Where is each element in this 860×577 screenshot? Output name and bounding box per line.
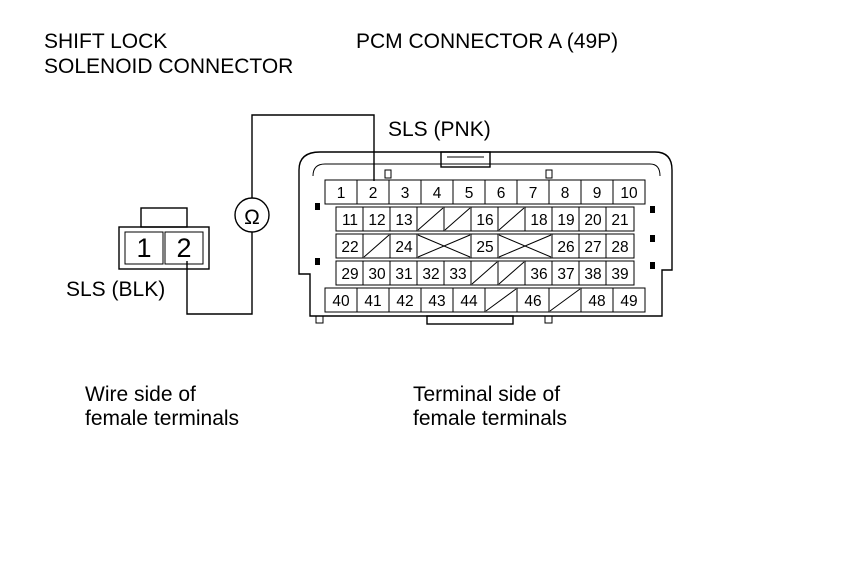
pcm-pin: 29 (341, 266, 358, 283)
sls-blk-label: SLS (BLK) (66, 278, 165, 301)
pcm-bottom-tab-right (544, 315, 553, 324)
pcm-key-1 (384, 169, 392, 179)
pcm-pin: 5 (465, 185, 474, 202)
pcm-pin: 48 (588, 293, 605, 310)
pcm-side-mark-left-1 (315, 203, 320, 210)
solenoid-cavity-2 (164, 231, 204, 265)
pcm-bottom-tab-left (315, 315, 324, 324)
pcm-empty-slash (444, 207, 471, 231)
pcm-pin: 39 (611, 266, 628, 283)
solenoid-pin-2: 2 (176, 233, 191, 263)
pcm-row-5: 40 41 42 43 44 46 48 49 (324, 287, 646, 313)
pcm-pin: 7 (529, 185, 538, 202)
wire-side-caption-line2: female terminals (85, 407, 239, 430)
pcm-pin: 43 (428, 293, 445, 310)
pcm-pin: 25 (476, 239, 493, 256)
pcm-row-3: 22 24 25 26 27 28 (335, 233, 635, 259)
pcm-pin: 11 (342, 212, 358, 229)
pcm-pin: 13 (395, 212, 412, 229)
pcm-pin: 41 (364, 293, 381, 310)
pcm-pin: 16 (476, 212, 493, 229)
wire-to-pcm-terminal-2 (251, 114, 375, 198)
shift-lock-title-line2: SOLENOID CONNECTOR (44, 55, 293, 78)
pcm-pin: 32 (422, 266, 439, 283)
pcm-side-mark-left-2 (315, 258, 320, 265)
pcm-pin: 20 (584, 212, 602, 229)
pcm-pin: 22 (341, 239, 358, 256)
solenoid-cavity-1 (124, 231, 164, 265)
pcm-side-mark-right-3 (650, 262, 655, 269)
terminal-side-caption-line1: Terminal side of (413, 383, 560, 406)
pcm-side-mark-right-1 (650, 206, 655, 213)
pcm-side-mark-right-2 (650, 235, 655, 242)
pcm-empty-slash (485, 288, 517, 312)
pcm-pin: 33 (449, 266, 466, 283)
pcm-pin: 27 (584, 239, 601, 256)
pcm-connector-title: PCM CONNECTOR A (49P) (356, 30, 618, 53)
pcm-empty-slash (549, 288, 581, 312)
ohm-symbol: Ω (244, 206, 260, 229)
pcm-pin: 4 (433, 185, 442, 202)
pcm-pin: 36 (530, 266, 547, 283)
pcm-empty-slash (363, 234, 390, 258)
pcm-connector-outline (298, 151, 673, 317)
pcm-empty-slash (498, 261, 525, 285)
solenoid-connector: 1 2 (118, 207, 210, 270)
solenoid-connector-latch (140, 207, 188, 228)
pcm-row-2: 11 12 13 16 18 19 20 21 (335, 206, 635, 232)
pcm-empty-slash (498, 207, 525, 231)
pcm-pin: 24 (395, 239, 413, 256)
pcm-empty-slash (417, 207, 444, 231)
ohmmeter-circle (234, 197, 270, 233)
pcm-pin: 6 (497, 185, 506, 202)
pcm-pin: 10 (620, 185, 638, 202)
wire-to-solenoid-terminal-2 (186, 232, 253, 315)
pcm-key-2 (545, 169, 553, 179)
pcm-pin: 46 (524, 293, 541, 310)
pcm-row-3-frame (335, 233, 635, 259)
pcm-pin: 42 (396, 293, 413, 310)
pcm-pin: 2 (369, 185, 378, 202)
pcm-pin: 38 (584, 266, 601, 283)
pcm-row-4-frame (335, 260, 635, 286)
pcm-pin: 40 (332, 293, 350, 310)
pcm-top-latch (440, 151, 491, 168)
pcm-pin: 8 (561, 185, 570, 202)
pcm-pin: 9 (593, 185, 602, 202)
pcm-inner-outline (312, 163, 661, 177)
pcm-pin: 26 (557, 239, 574, 256)
pcm-empty-cross (417, 234, 471, 258)
pcm-row-2-frame (335, 206, 635, 232)
pcm-connector-housing (298, 151, 673, 325)
wire-side-caption-line1: Wire side of (85, 383, 196, 406)
pcm-pin: 44 (460, 293, 478, 310)
pcm-pin: 28 (611, 239, 628, 256)
terminal-side-caption-line2: female terminals (413, 407, 567, 430)
sls-pnk-label: SLS (PNK) (388, 118, 491, 141)
pcm-pin: 37 (557, 266, 574, 283)
pcm-pin: 1 (337, 185, 346, 202)
shift-lock-title-line1: SHIFT LOCK (44, 30, 167, 53)
pcm-pin: 30 (368, 266, 386, 283)
pcm-pin: 18 (530, 212, 547, 229)
pcm-pin: 3 (401, 185, 410, 202)
solenoid-pin-1: 1 (136, 233, 151, 263)
ohmmeter-icon: Ω (234, 197, 270, 233)
pcm-pin: 19 (557, 212, 574, 229)
pcm-empty-slash (471, 261, 498, 285)
pcm-pin: 49 (620, 293, 637, 310)
pcm-row-1: 1 2 3 4 5 6 7 8 9 10 (324, 179, 646, 205)
pcm-empty-cross (498, 234, 552, 258)
pcm-pin: 12 (368, 212, 385, 229)
pcm-pin: 31 (395, 266, 412, 283)
solenoid-connector-body (118, 226, 210, 270)
pcm-row-4: 29 30 31 32 33 36 37 38 39 (335, 260, 635, 286)
pcm-bottom-latch (426, 315, 514, 325)
pcm-pin: 21 (611, 212, 628, 229)
